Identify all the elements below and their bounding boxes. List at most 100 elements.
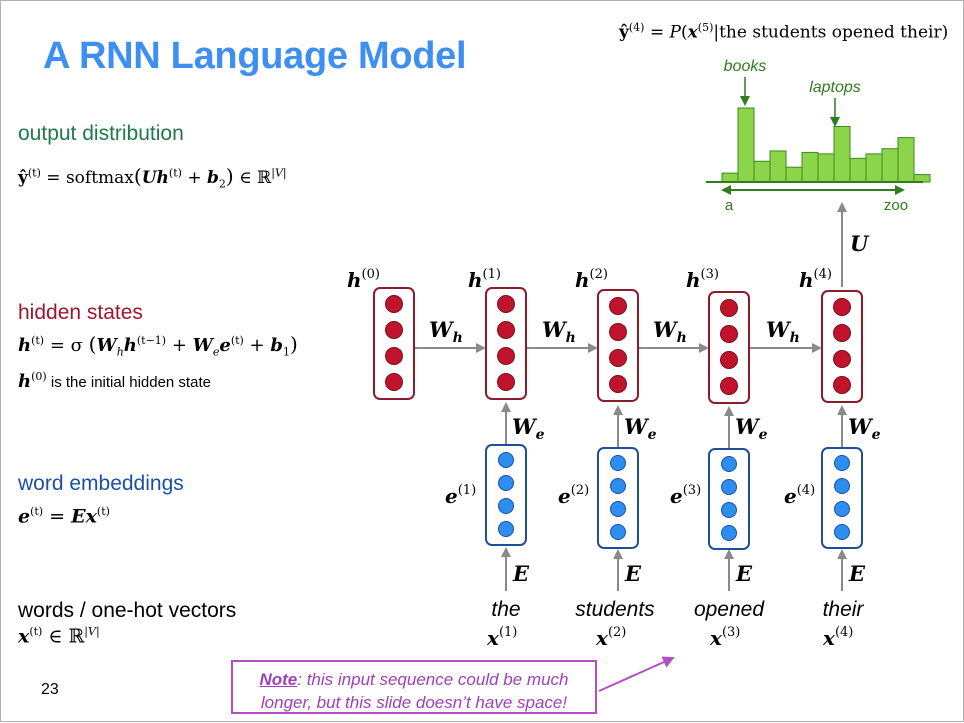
hidden-unit — [609, 297, 627, 315]
hidden-state-box — [485, 287, 527, 400]
hidden-state-box — [373, 287, 415, 400]
note-label: Note — [259, 670, 298, 689]
embedding-unit — [721, 479, 737, 495]
histogram-bar — [737, 107, 755, 183]
page-number: 23 — [41, 681, 59, 698]
probability-histogram — [721, 107, 931, 183]
hidden-state-box — [597, 289, 639, 402]
embedding-formula: e(t) = Ex(t) — [18, 505, 110, 528]
top-formula: ŷ(4) = P(x(5)|the students opened their) — [619, 21, 949, 43]
embedding-weight-labels: We We We We — [512, 414, 881, 443]
histogram-bar — [817, 153, 835, 183]
e-matrix-label-4: E — [848, 561, 866, 586]
note-pointer — [598, 656, 675, 692]
hidden-state-box — [708, 291, 750, 404]
e-matrix-label-1: E — [512, 561, 530, 586]
e3-label: e(3) — [670, 483, 701, 508]
embedding-box — [597, 447, 639, 549]
hidden-unit — [833, 376, 851, 394]
h3-label: h(3) — [686, 267, 719, 292]
output-formula: ŷ(t) = softmax(Uh(t) + b2) ∈ ℝ|V| — [18, 164, 287, 191]
embedding-unit — [834, 501, 850, 517]
embedding-unit — [834, 524, 850, 540]
wh-label-1: Wh — [429, 317, 463, 346]
hidden-unit — [833, 350, 851, 368]
word-embeddings-label: word embeddings — [18, 472, 184, 495]
h4-label: h(4) — [799, 267, 832, 292]
embedding-unit — [834, 478, 850, 494]
e1-label: e(1) — [445, 483, 476, 508]
embedding-unit — [498, 521, 514, 537]
hidden-unit — [833, 298, 851, 316]
embedding-vectors — [485, 444, 863, 550]
embedding-matrix-labels: E E E E — [512, 561, 866, 586]
note-box: Note: this input sequence could be much … — [231, 660, 597, 714]
histogram-bar — [769, 150, 787, 183]
input-word-2: students — [575, 598, 655, 621]
hidden-unit — [497, 295, 515, 313]
embedding-unit — [498, 475, 514, 491]
vocab-start-label: a — [725, 197, 734, 214]
we-label-3: We — [735, 414, 768, 443]
we-label-1: We — [512, 414, 545, 443]
h2-label: h(2) — [575, 267, 608, 292]
hidden-state-vectors — [373, 287, 863, 404]
embedding-to-hidden-arrows — [501, 402, 847, 448]
input-word-4: their — [822, 598, 864, 621]
note-text: : this input sequence could be much long… — [260, 670, 569, 712]
embedding-unit — [721, 456, 737, 472]
e2-label: e(2) — [558, 483, 589, 508]
hidden-states-label: hidden states — [18, 301, 143, 324]
hidden-unit — [385, 347, 403, 365]
vocab-end-label: zoo — [884, 197, 908, 214]
input-vector-labels: x(1) x(2) x(3) x(4) — [486, 625, 853, 650]
hidden-unit — [385, 373, 403, 391]
laptops-label: laptops — [809, 79, 861, 96]
hidden-unit — [609, 349, 627, 367]
embedding-unit — [610, 478, 626, 494]
output-distribution-label: output distribution — [18, 122, 184, 145]
word-to-embedding-arrows — [501, 547, 847, 591]
histogram-bar — [721, 172, 739, 183]
embedding-labels: e(1) e(2) e(3) e(4) — [445, 483, 815, 508]
hidden-unit — [609, 323, 627, 341]
histogram-bar — [897, 137, 915, 183]
x4-label: x(4) — [822, 625, 853, 650]
h0-label: h(0) — [347, 267, 380, 292]
histogram-bar — [865, 153, 883, 183]
initial-hidden-note: h(0) is the initial hidden state — [18, 370, 211, 392]
x3-label: x(3) — [709, 625, 740, 650]
embedding-box — [821, 447, 863, 549]
input-word-1: the — [491, 598, 521, 621]
e4-label: e(4) — [784, 483, 815, 508]
hidden-state-labels: h(0) h(1) h(2) h(3) h(4) — [347, 267, 832, 292]
x1-label: x(1) — [486, 625, 517, 650]
hidden-formula: h(t) = σ (Whh(t−1) + Wee(t) + b1) — [18, 332, 298, 359]
embedding-unit — [610, 501, 626, 517]
initial-hidden-text: is the initial hidden state — [46, 374, 211, 391]
wh-label-4: Wh — [766, 317, 800, 346]
embedding-unit — [834, 455, 850, 471]
histogram-bar — [849, 157, 867, 183]
embedding-box — [485, 444, 527, 546]
hidden-unit — [720, 377, 738, 395]
histogram-bar — [801, 151, 819, 183]
embedding-unit — [498, 498, 514, 514]
embedding-unit — [721, 525, 737, 541]
hidden-unit — [497, 321, 515, 339]
embedding-box — [708, 448, 750, 550]
we-label-4: We — [848, 414, 881, 443]
output-matrix-label: U — [850, 231, 870, 256]
one-hot-vectors-label: words / one-hot vectors — [18, 599, 237, 622]
books-label: books — [724, 58, 767, 75]
histogram-bar — [785, 166, 803, 183]
input-word-3: opened — [693, 598, 765, 621]
wh-label-2: Wh — [542, 317, 576, 346]
histogram-bar — [753, 160, 771, 183]
hidden-unit — [720, 351, 738, 369]
e-matrix-label-3: E — [735, 561, 753, 586]
one-hot-formula: x(t) ∈ ℝ|V| — [18, 625, 100, 648]
hidden-unit — [609, 375, 627, 393]
